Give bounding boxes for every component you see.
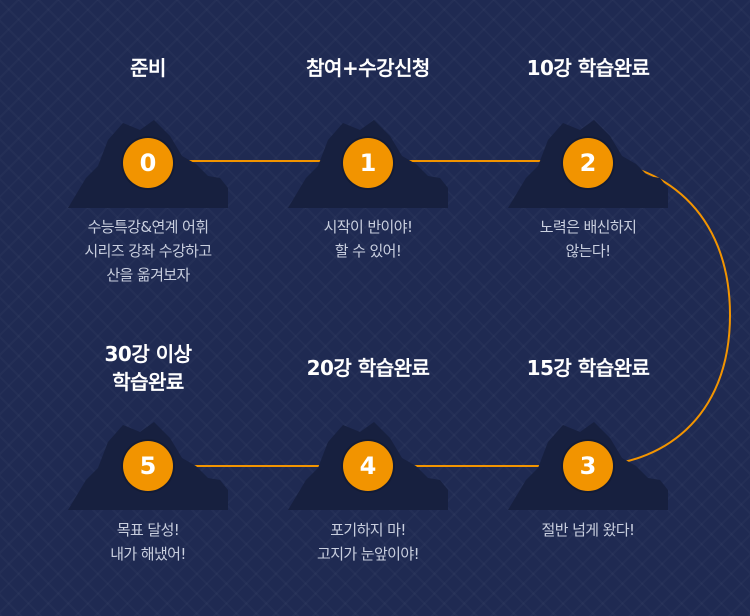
step-number-badge: 2 [563,138,613,188]
step-title: 참여+수강신청 [258,54,478,82]
step-number-badge: 3 [563,441,613,491]
step-description: 포기하지 마! 고지가 눈앞이야! [258,518,478,566]
step-description: 시작이 반이야! 할 수 있어! [258,215,478,263]
step-title: 준비 [38,54,258,82]
step-description: 노력은 배신하지 않는다! [478,215,698,263]
step-description: 수능특강&연계 어휘 시리즈 강좌 수강하고 산을 옮겨보자 [38,215,258,287]
step-number-badge: 5 [123,441,173,491]
step-title: 20강 학습완료 [258,354,478,382]
step-number-badge: 1 [343,138,393,188]
step-number-badge: 4 [343,441,393,491]
step-description: 목표 달성! 내가 해냈어! [38,518,258,566]
step-title: 15강 학습완료 [478,354,698,382]
step-title: 10강 학습완료 [478,54,698,82]
step-title: 30강 이상 학습완료 [38,340,258,396]
step-description: 절반 넘게 왔다! [478,518,698,542]
step-number-badge: 0 [123,138,173,188]
